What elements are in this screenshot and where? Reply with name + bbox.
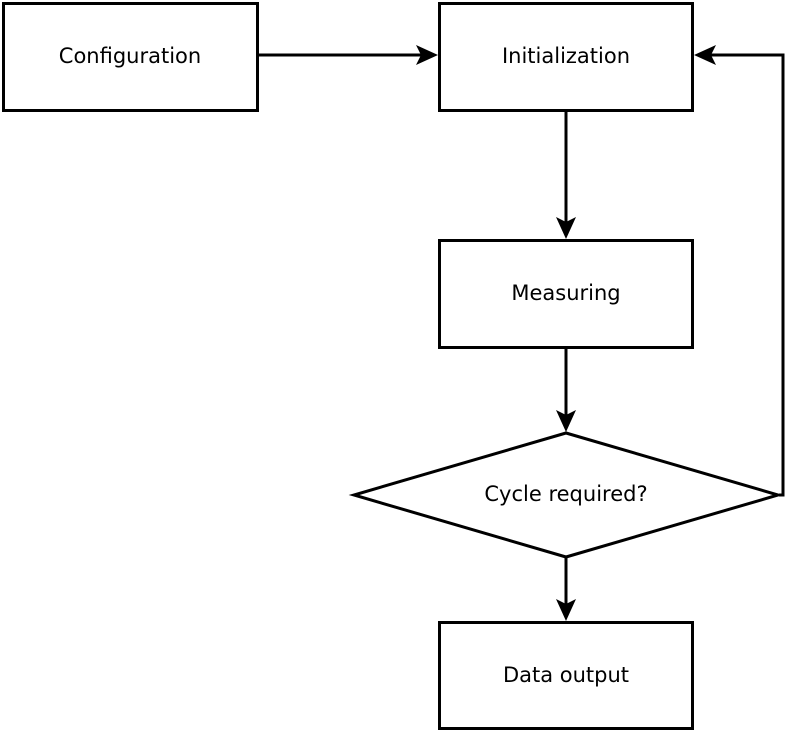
edge-cycle-required-to-initialization — [694, 45, 785, 497]
node-data-output-shape[interactable] — [438, 621, 694, 730]
node-measuring-shape[interactable] — [438, 239, 694, 349]
node-cycle-required-label: Cycle required? — [484, 482, 647, 506]
edge-measuring-to-cycle-required — [556, 349, 576, 432]
arrowhead-icon — [556, 410, 576, 432]
arrowhead-icon — [694, 45, 716, 65]
edge-cycle-required-to-data-output — [556, 558, 576, 621]
node-cycle-required-shape[interactable] — [348, 431, 784, 559]
arrowhead-icon — [556, 599, 576, 621]
edge-line — [700, 53, 785, 497]
node-configuration-shape[interactable] — [2, 2, 259, 112]
node-data-output-label: Data output — [503, 663, 629, 687]
edge-configuration-to-initialization — [259, 45, 438, 65]
edge-initialization-to-measuring — [556, 112, 576, 239]
node-initialization-label: Initialization — [502, 44, 630, 68]
node-measuring-label: Measuring — [511, 281, 620, 305]
node-measuring[interactable]: Measuring — [438, 239, 694, 349]
node-initialization-shape[interactable] — [438, 2, 694, 112]
node-initialization[interactable]: Initialization — [438, 2, 694, 112]
node-layer: Configuration Initialization Measuring C… — [2, 2, 784, 730]
arrowhead-icon — [416, 45, 438, 65]
arrowhead-icon — [556, 217, 576, 239]
node-configuration[interactable]: Configuration — [2, 2, 259, 112]
node-configuration-label: Configuration — [59, 44, 201, 68]
node-cycle-required[interactable]: Cycle required? — [348, 431, 784, 559]
node-data-output[interactable]: Data output — [438, 621, 694, 730]
